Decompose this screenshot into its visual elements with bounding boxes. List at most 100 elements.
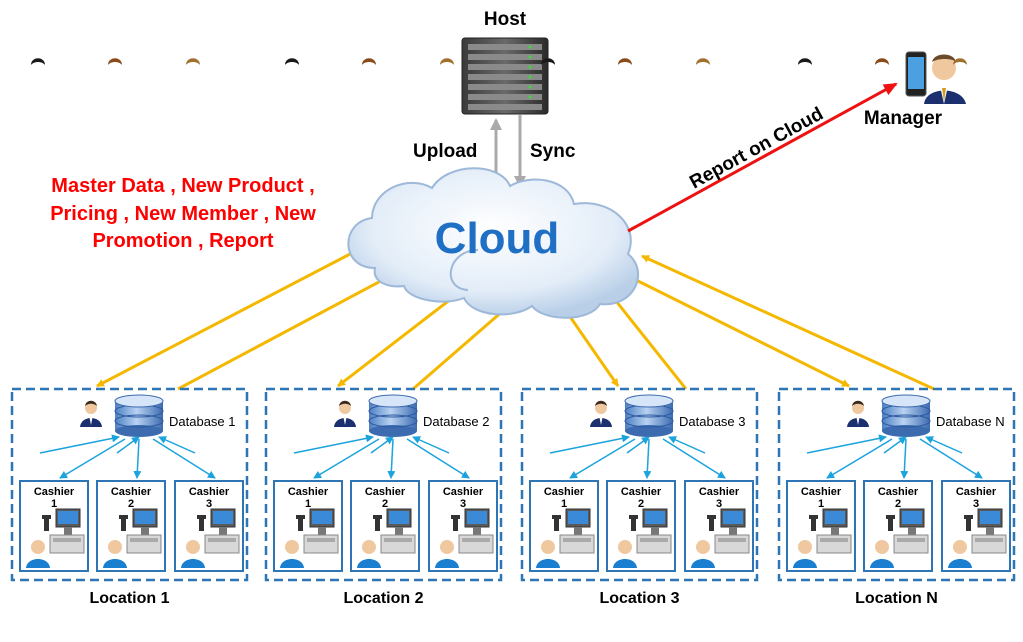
data-types-line-2: Pricing , New Member , New	[50, 203, 316, 225]
cashier-number: 3	[716, 498, 722, 510]
cashier-label: Cashier	[621, 486, 662, 498]
cashier-label: Cashier	[111, 486, 152, 498]
cashier-number: 2	[128, 498, 134, 510]
cashier-number: 1	[51, 498, 57, 510]
cashier-person-icon	[691, 58, 715, 568]
cashier-number: 1	[305, 498, 311, 510]
cashier-number: 2	[638, 498, 644, 510]
cashier-person-icon	[357, 58, 381, 568]
cashier-person-icon	[181, 58, 205, 568]
pos-terminal-icon	[886, 508, 929, 554]
location-box	[10, 387, 249, 582]
cashier-label: Cashier	[699, 486, 740, 498]
location-label: Location 1	[89, 590, 169, 607]
local-sync-arrows	[806, 434, 983, 479]
cashier-person-icon	[435, 58, 459, 568]
database-icon	[368, 394, 418, 437]
database-label: Database N	[936, 414, 1005, 429]
location-sync-arrows	[96, 251, 935, 391]
database-label: Database 1	[169, 414, 236, 429]
pos-terminal-icon	[451, 508, 494, 554]
pos-terminal-icon	[552, 508, 595, 554]
cashier-number: 1	[561, 498, 567, 510]
cashier-person-icon	[793, 58, 817, 568]
cashier-person-icon	[948, 58, 972, 568]
cloud-label: Cloud	[435, 214, 560, 263]
cashier-number: 1	[818, 498, 824, 510]
location-box	[777, 387, 1016, 582]
database-icon	[114, 394, 164, 437]
upload-label: Upload	[413, 141, 477, 162]
report-label: Report on Cloud	[686, 104, 827, 194]
database-icon	[881, 394, 931, 437]
pos-terminal-icon	[373, 508, 416, 554]
cashier-person-icon	[280, 58, 304, 568]
pos-terminal-icon	[119, 508, 162, 554]
cashier-label: Cashier	[544, 486, 585, 498]
host-server-icon	[461, 37, 549, 115]
pos-terminal-icon	[296, 508, 339, 554]
location-label: Location 3	[599, 590, 679, 607]
report-arrow	[627, 82, 898, 233]
cashier-person-icon	[103, 58, 127, 568]
cashier-person-icon	[870, 58, 894, 568]
location-label: Location 2	[343, 590, 423, 607]
local-sync-arrows	[39, 434, 216, 479]
cashier-label: Cashier	[801, 486, 842, 498]
manager-label: Manager	[864, 108, 943, 129]
person-icon	[334, 400, 356, 427]
database-label: Database 2	[423, 414, 490, 429]
manager-icon	[905, 51, 966, 104]
cashier-number: 2	[382, 498, 388, 510]
pos-terminal-icon	[42, 508, 85, 554]
pos-terminal-icon	[707, 508, 750, 554]
data-types-line-1: Master Data , New Product ,	[51, 175, 314, 197]
cashier-label: Cashier	[443, 486, 484, 498]
person-icon	[847, 400, 869, 427]
cashier-label: Cashier	[288, 486, 329, 498]
cashier-number: 3	[206, 498, 212, 510]
cashier-label: Cashier	[189, 486, 230, 498]
cashier-person-icon	[613, 58, 637, 568]
cashier-label: Cashier	[34, 486, 75, 498]
location-box	[520, 387, 759, 582]
database-label: Database 3	[679, 414, 746, 429]
pos-terminal-icon	[197, 508, 240, 554]
cashier-box	[350, 480, 420, 572]
local-sync-arrows	[549, 434, 726, 479]
person-icon	[590, 400, 612, 427]
database-icon	[624, 394, 674, 437]
sync-label: Sync	[530, 141, 576, 162]
data-types-line-3: Promotion , Report	[92, 230, 273, 252]
cashier-number: 2	[895, 498, 901, 510]
cashier-number: 3	[973, 498, 979, 510]
location-label: Location N	[855, 590, 938, 607]
pos-terminal-icon	[964, 508, 1007, 554]
cashier-number: 3	[460, 498, 466, 510]
cashier-label: Cashier	[956, 486, 997, 498]
host-label: Host	[484, 9, 527, 30]
cashier-label: Cashier	[878, 486, 919, 498]
cashier-person-icon	[26, 58, 50, 568]
cashier-label: Cashier	[365, 486, 406, 498]
pos-terminal-icon	[629, 508, 672, 554]
data-types-text: Master Data , New Product , Pricing , Ne…	[50, 175, 316, 252]
local-sync-arrows	[293, 434, 470, 479]
location-box	[264, 387, 503, 582]
